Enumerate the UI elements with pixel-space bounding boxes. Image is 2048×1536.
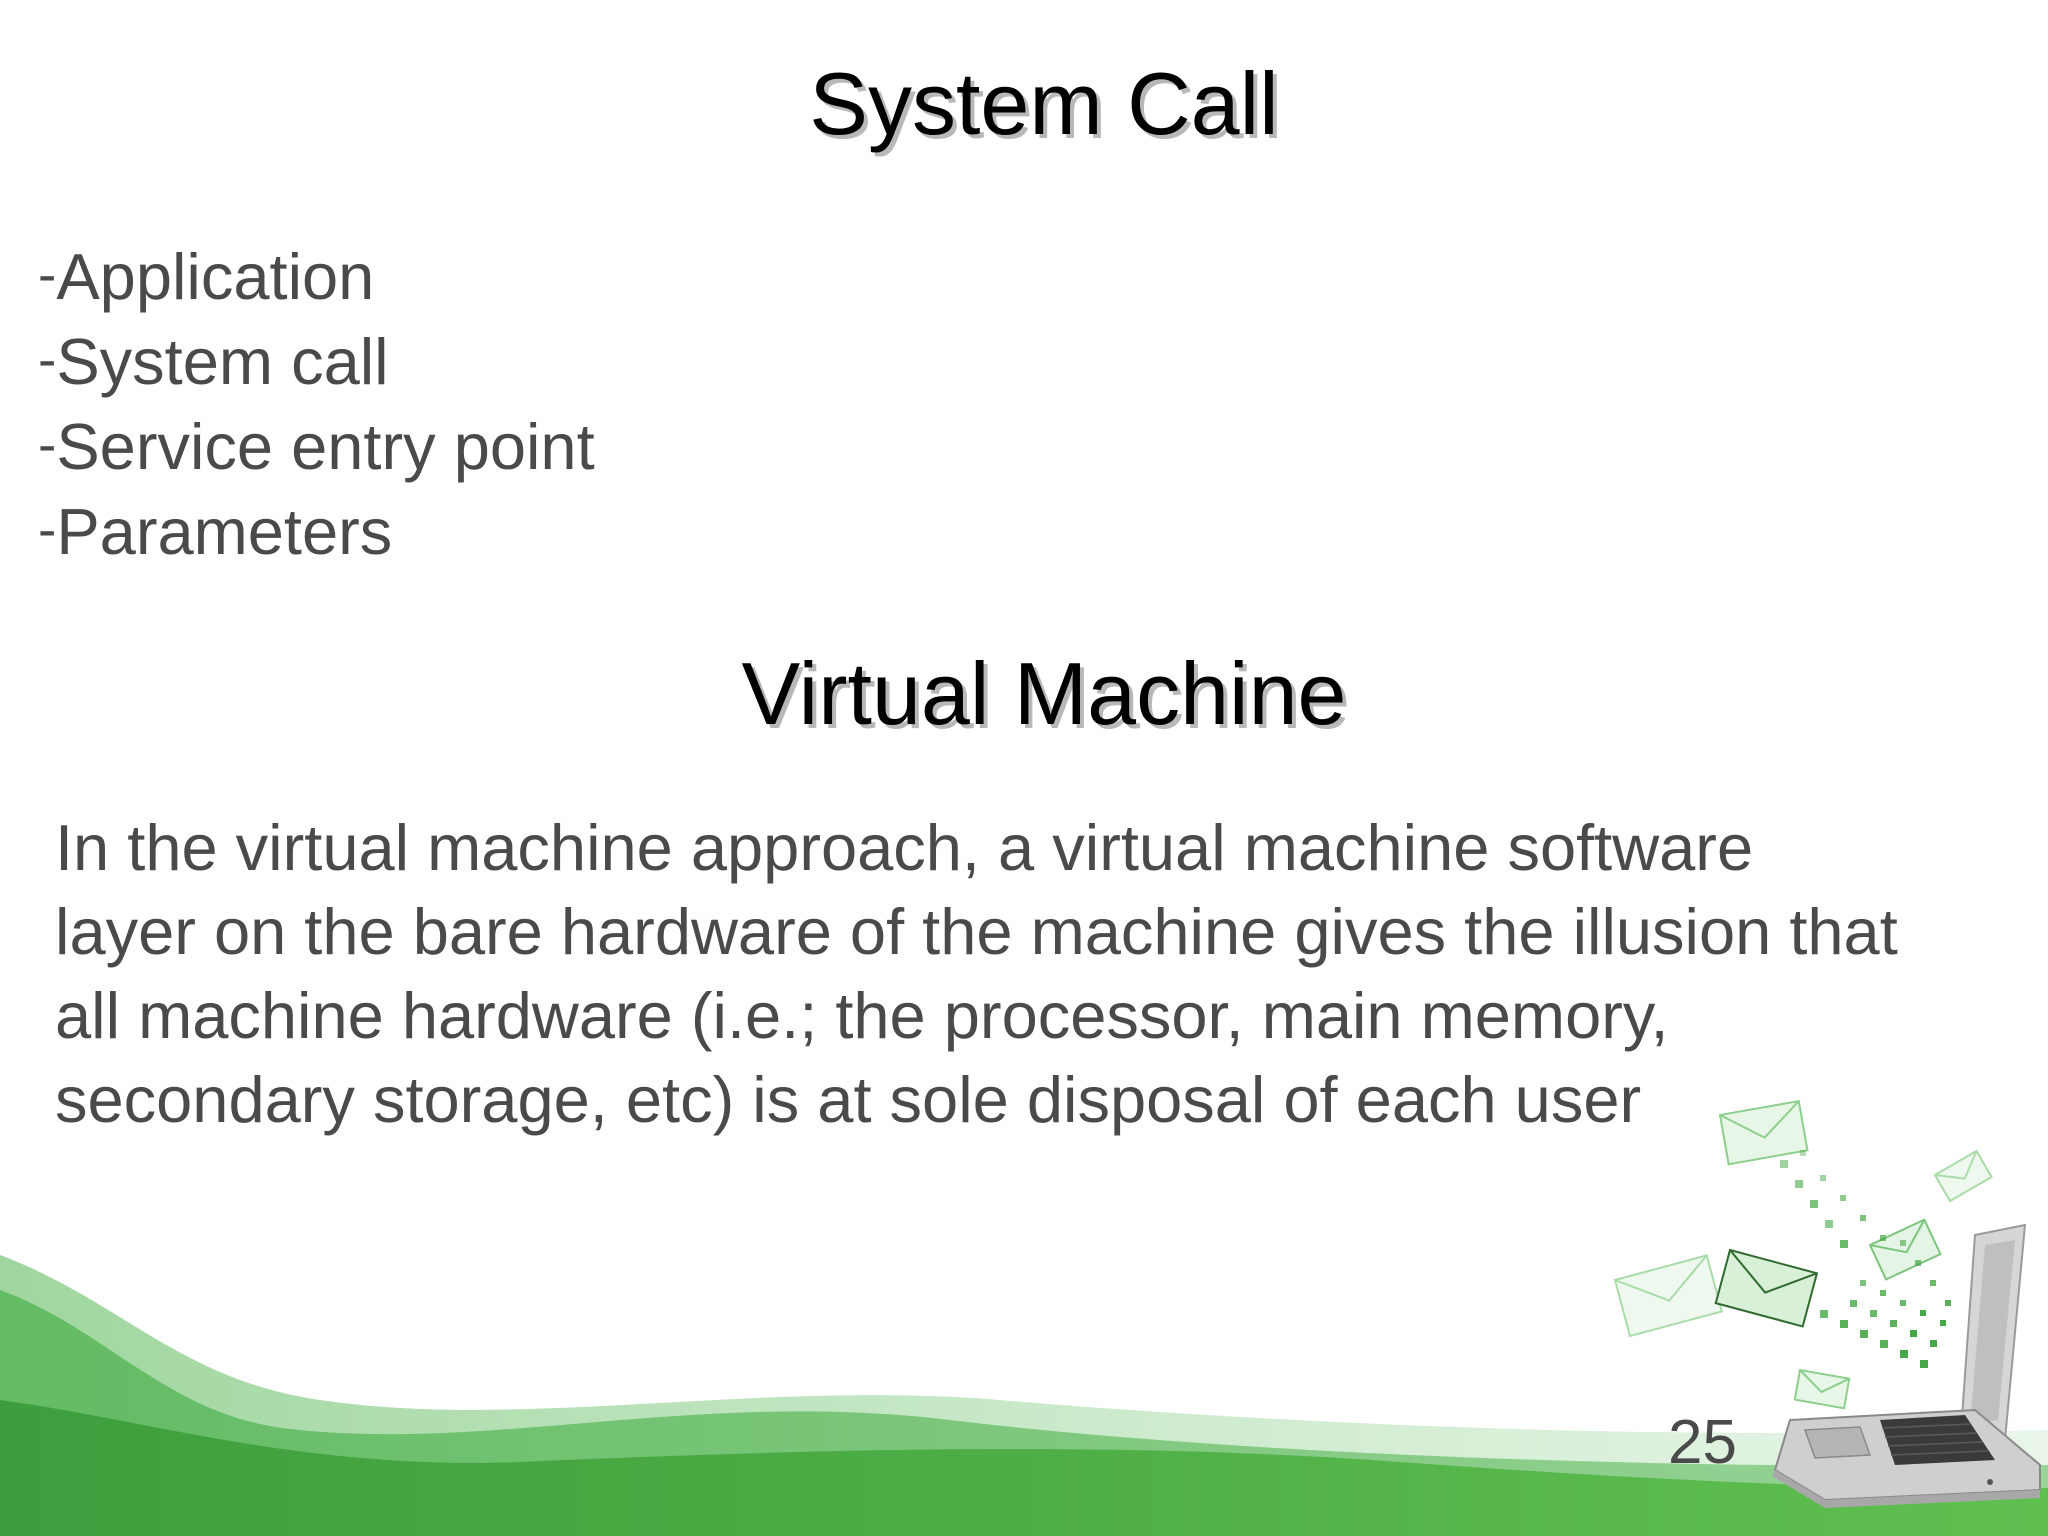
paragraph-line: all machine hardware (i.e.; the processo… [55, 979, 1669, 1052]
bullet-text: Parameters [56, 495, 393, 568]
page-number: 25 [1668, 1408, 1737, 1477]
slide-title-virtual-machine: Virtual Machine [741, 644, 1347, 743]
data-stream-decoration [1780, 1150, 1951, 1368]
bullet-marker: - [38, 243, 57, 305]
bullet-item: -Parameters [38, 491, 595, 576]
slide-title-system-call: System Call [809, 54, 1279, 153]
bullet-text: Application [56, 240, 375, 313]
paragraph-line: secondary storage, etc) is at sole dispo… [55, 1063, 1642, 1136]
bullet-marker: - [38, 413, 57, 475]
bullet-item: -Application [38, 236, 595, 321]
bullet-item: -Service entry point [38, 406, 595, 491]
bullet-marker: - [38, 328, 57, 390]
envelope-icons [1613, 1099, 1993, 1410]
paragraph-line: layer on the bare hardware of the machin… [55, 895, 1898, 968]
green-wave-decoration [0, 1255, 2048, 1536]
bullet-text: System call [56, 325, 389, 398]
bullet-list: -Application -System call -Service entry… [38, 236, 595, 576]
bullet-item: -System call [38, 321, 595, 406]
bullet-text: Service entry point [56, 410, 595, 483]
virtual-machine-paragraph: In the virtual machine approach, a virtu… [55, 806, 2015, 1142]
paragraph-line: In the virtual machine approach, a virtu… [55, 811, 1754, 884]
laptop-illustration [1772, 1223, 2041, 1508]
bullet-marker: - [38, 498, 57, 560]
